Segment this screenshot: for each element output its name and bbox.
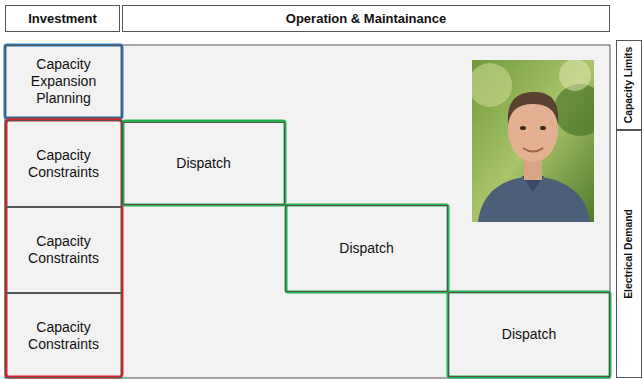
dispatch-outline: [286, 205, 448, 292]
constraints-outline: [6, 120, 122, 377]
investment-outline: [5, 45, 122, 118]
dispatch-box: Dispatch: [285, 205, 448, 292]
box-label: Investment: [28, 11, 97, 27]
column-header: Investment: [5, 5, 120, 32]
axis-label-cell: Capacity Limits: [616, 40, 642, 130]
dispatch-box: Dispatch: [448, 292, 610, 377]
dispatch-box: Dispatch: [122, 122, 285, 205]
box-label: Capacity Constraints: [14, 319, 113, 353]
constraint-cell: Capacity Constraints: [5, 207, 122, 293]
constraint-cell: Capacity Constraints: [5, 120, 122, 207]
axis-label-cell: Electrical Demand: [616, 130, 642, 378]
box-label: Capacity Constraints: [14, 147, 113, 181]
column-header: Operation & Maintainance: [122, 5, 610, 32]
axis-label: Capacity Limits: [623, 47, 635, 123]
axis-label: Electrical Demand: [623, 209, 635, 299]
main-panel: [5, 45, 610, 378]
dispatch-outline: [123, 121, 285, 205]
portrait-photo: [468, 59, 606, 222]
box-label: Dispatch: [502, 326, 556, 343]
box-label: Capacity Expansion Planning: [14, 56, 113, 106]
box-label: Operation & Maintainance: [286, 11, 446, 27]
constraint-cell: Capacity Constraints: [5, 293, 122, 378]
box-label: Dispatch: [176, 155, 230, 172]
dispatch-outline: [448, 292, 610, 377]
investment-box: Capacity Expansion Planning: [5, 45, 122, 118]
box-label: Capacity Constraints: [14, 233, 113, 267]
box-label: Dispatch: [339, 240, 393, 257]
